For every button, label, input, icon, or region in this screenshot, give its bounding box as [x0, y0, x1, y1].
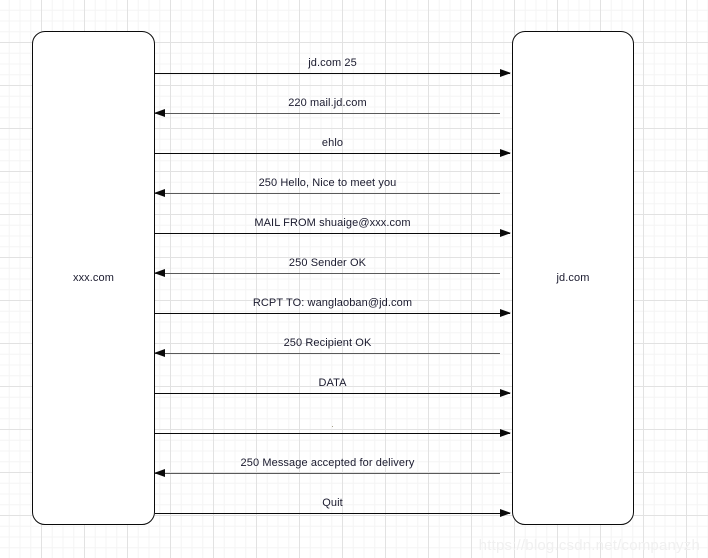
message-label-9: DATA [318, 377, 347, 389]
message-label-2: 220 mail.jd.com [288, 97, 367, 109]
arrowhead-right-icon-12 [500, 508, 511, 517]
arrowhead-right-icon-7 [500, 308, 511, 317]
message-line-1 [155, 73, 510, 74]
message-label-8: 250 Recipient OK [283, 337, 372, 349]
message-label-3: ehlo [321, 137, 344, 149]
message-line-12 [155, 513, 510, 514]
message-line-9 [155, 393, 510, 394]
watermark-text: https://blog.csdn.net/companyzh [478, 537, 700, 554]
lifeline-label-left: xxx.com [72, 272, 115, 284]
message-line-3 [155, 153, 510, 154]
arrowhead-right-icon-9 [500, 388, 511, 397]
lifeline-box-jd-com: jd.com [512, 31, 634, 525]
arrowhead-left-icon-6 [154, 268, 165, 277]
message-line-10 [155, 433, 510, 434]
message-line-5 [155, 233, 510, 234]
message-line-4 [155, 193, 500, 194]
arrowhead-right-icon-1 [500, 68, 511, 77]
arrowhead-left-icon-2 [154, 108, 165, 117]
message-label-6: 250 Sender OK [288, 257, 367, 269]
lifeline-label-right: jd.com [556, 272, 590, 284]
arrowhead-right-icon-3 [500, 148, 511, 157]
message-line-11 [155, 473, 500, 474]
message-line-6 [155, 273, 500, 274]
message-label-10: . [331, 419, 334, 429]
message-label-5: MAIL FROM shuaige@xxx.com [254, 217, 411, 229]
message-line-7 [155, 313, 510, 314]
arrowhead-left-icon-11 [154, 468, 165, 477]
lifeline-box-xxx-com: xxx.com [32, 31, 155, 525]
message-line-8 [155, 353, 500, 354]
message-line-2 [155, 113, 500, 114]
message-label-7: RCPT TO: wanglaoban@jd.com [252, 297, 413, 309]
arrowhead-left-icon-4 [154, 188, 165, 197]
message-label-1: jd.com 25 [308, 57, 357, 69]
arrowhead-right-icon-5 [500, 228, 511, 237]
message-label-12: Quit [322, 497, 343, 509]
arrowhead-left-icon-8 [154, 348, 165, 357]
message-label-11: 250 Message accepted for delivery [240, 457, 415, 469]
arrowhead-right-icon-10 [500, 428, 511, 437]
message-label-4: 250 Hello, Nice to meet you [258, 177, 397, 189]
